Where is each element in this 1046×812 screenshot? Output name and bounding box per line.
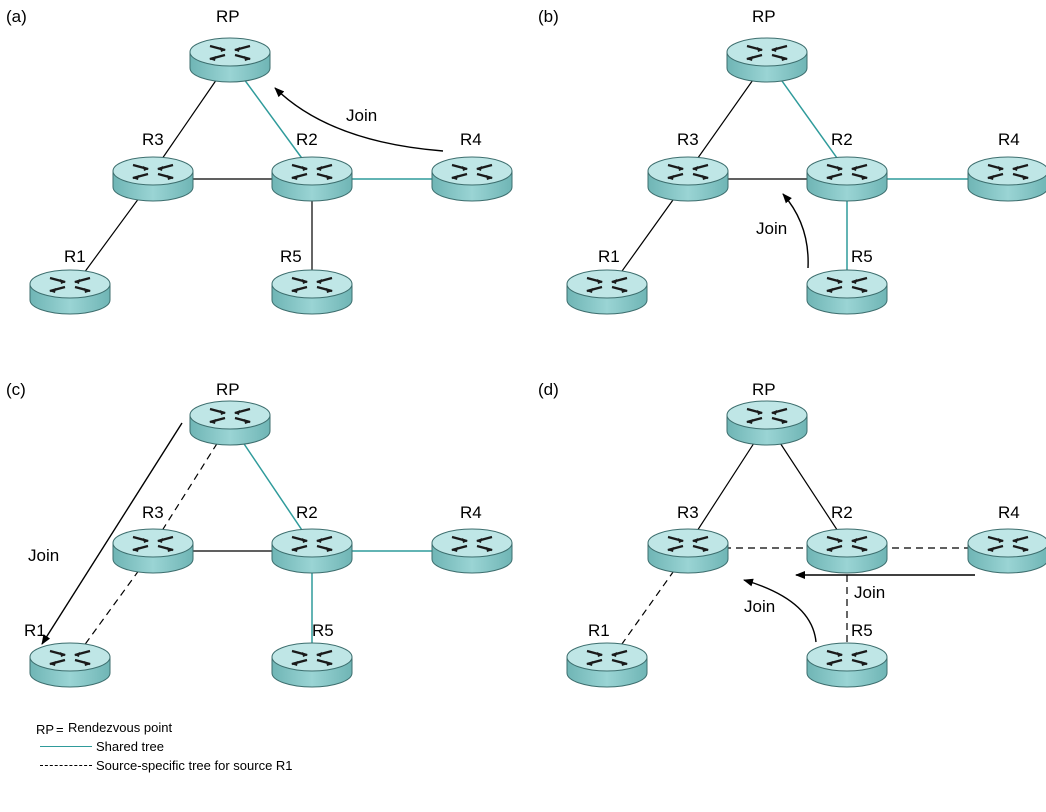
router-icon (188, 36, 272, 84)
router-label-r5: R5 (312, 621, 334, 640)
join-arrow (782, 193, 809, 269)
panel-c: (c) Join RP R3 R2 R4 R1 R5 (6, 380, 514, 689)
router-icon (270, 641, 354, 689)
router-label-r5: R5 (851, 247, 873, 266)
router-label-r4: R4 (460, 503, 482, 522)
legend-rp-equals: = (56, 722, 64, 737)
router-label-r5: R5 (280, 247, 302, 266)
router-label-r1: R1 (588, 621, 610, 640)
panel-a: (a) Join RP R3 R2 R4 R1 R5 (6, 7, 514, 316)
legend-rp-key: RP (36, 722, 55, 737)
router-label-r1: R1 (598, 247, 620, 266)
panel-d: (d) Join Join RP R3 R2 R4 R1 R5 (538, 380, 1046, 689)
join-arrow (274, 87, 444, 152)
panel-b-label: (b) (538, 7, 559, 26)
join-label: Join (756, 219, 787, 238)
join-arrow-r5 (743, 578, 817, 643)
panel-d-label: (d) (538, 380, 559, 399)
router-label-r4: R4 (998, 503, 1020, 522)
router-label-r3: R3 (677, 130, 699, 149)
legend-rp-text: Rendezvous point (68, 720, 173, 735)
router-label-rp: RP (216, 7, 240, 26)
join-label: Join (28, 546, 59, 565)
router-icon (111, 155, 195, 203)
router-label-r1: R1 (64, 247, 86, 266)
router-icon (805, 641, 889, 689)
router-icon (805, 268, 889, 316)
router-icon (28, 268, 112, 316)
router-icon (565, 268, 649, 316)
router-label-r4: R4 (460, 130, 482, 149)
legend-shared-swatch (40, 746, 92, 747)
legend-shared-text: Shared tree (96, 739, 164, 754)
router-label-r3: R3 (677, 503, 699, 522)
router-label-r3: R3 (142, 130, 164, 149)
router-label-rp: RP (216, 380, 240, 399)
router-icon (966, 155, 1046, 203)
router-label-r2: R2 (296, 503, 318, 522)
router-icon (646, 155, 730, 203)
router-icon (270, 527, 354, 575)
router-icon (270, 268, 354, 316)
join-label-r4: Join (854, 583, 885, 602)
router-icon (565, 641, 649, 689)
router-label-r4: R4 (998, 130, 1020, 149)
router-label-r2: R2 (296, 130, 318, 149)
router-icon (725, 399, 809, 447)
router-icon (805, 527, 889, 575)
router-label-r2: R2 (831, 130, 853, 149)
router-icon (111, 527, 195, 575)
router-icon (28, 641, 112, 689)
join-label: Join (346, 106, 377, 125)
router-label-rp: RP (752, 7, 776, 26)
join-label-r5: Join (744, 597, 775, 616)
router-label-r1: R1 (24, 621, 46, 640)
panel-b: (b) Join RP R3 R2 R4 R1 R5 (538, 7, 1046, 316)
panel-a-label: (a) (6, 7, 27, 26)
router-label-r5: R5 (851, 621, 873, 640)
panel-c-label: (c) (6, 380, 26, 399)
router-icon (646, 527, 730, 575)
legend-source-swatch (40, 765, 92, 766)
router-icon (270, 155, 354, 203)
router-label-rp: RP (752, 380, 776, 399)
router-icon (188, 399, 272, 447)
router-icon (430, 155, 514, 203)
router-label-r3: R3 (142, 503, 164, 522)
router-icon (430, 527, 514, 575)
join-arrow (41, 422, 183, 645)
router-icon (805, 155, 889, 203)
router-icon (725, 36, 809, 84)
router-label-r2: R2 (831, 503, 853, 522)
legend-source-text: Source-specific tree for source R1 (96, 758, 293, 773)
router-icon (966, 527, 1046, 575)
